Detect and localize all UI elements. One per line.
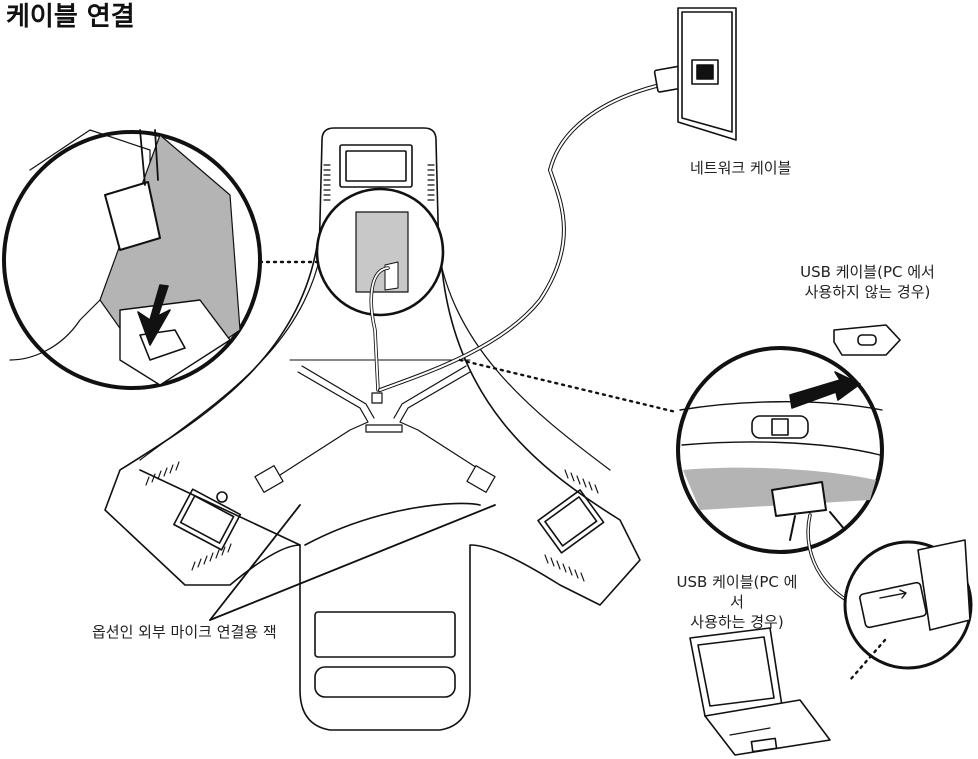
external-mic-jack-label: 옵션인 외부 마이크 연결용 잭 [92,622,277,642]
wall-outlet [678,8,736,140]
usb-cable-pc-line1: USB 케이블(PC 에서 [672,572,802,612]
usb-cable-no-pc-line2: 사용하지 않는 경우) [780,282,955,302]
usb-cable-pc-line2: 사용하는 경우) [672,612,802,632]
page-title: 케이블 연결 [6,0,135,34]
laptop [690,628,830,755]
usb-plug-detail-circle [845,540,971,680]
usb-cable-no-pc-label: USB 케이블(PC 에서 사용하지 않는 경우) [780,262,955,302]
usb-cover [834,325,900,355]
usb-cable-pc-label: USB 케이블(PC 에서 사용하는 경우) [672,572,802,632]
network-cable-label: 네트워크 케이블 [690,158,791,178]
usb-cable-no-pc-line1: USB 케이블(PC 에서 [780,262,955,282]
